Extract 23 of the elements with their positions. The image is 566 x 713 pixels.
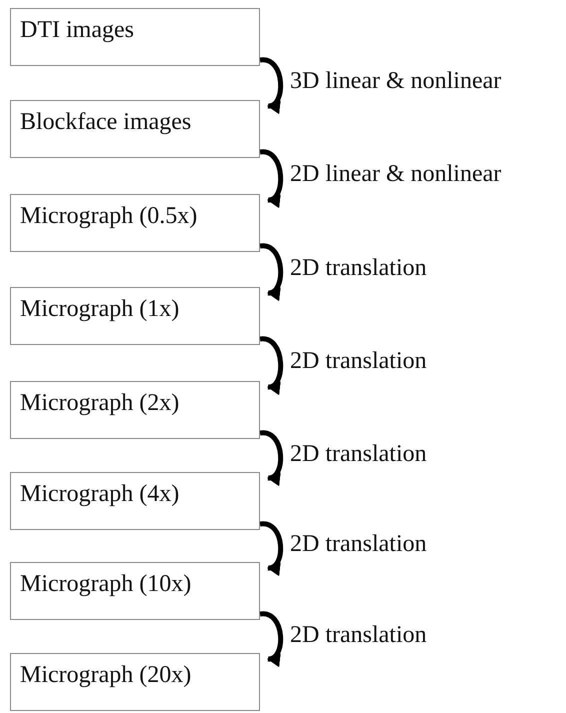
curved-arrow [260, 58, 284, 112]
process-box [10, 653, 260, 711]
process-box [10, 381, 260, 439]
process-box [10, 472, 260, 530]
box-label: Blockface images [20, 109, 192, 135]
curved-arrow [260, 150, 284, 206]
curved-arrow [260, 336, 284, 392]
box-label: Micrograph (2x) [20, 390, 180, 416]
box-label: Micrograph (0.5x) [20, 203, 198, 229]
box-label: Micrograph (10x) [20, 571, 192, 597]
process-box [10, 100, 260, 158]
box-label: Micrograph (4x) [20, 481, 180, 507]
box-label: DTI images [20, 17, 134, 43]
curved-arrow [260, 244, 284, 298]
curved-arrow [260, 522, 284, 574]
process-box [10, 562, 260, 620]
process-box [10, 8, 260, 66]
process-box [10, 194, 260, 252]
box-label: Micrograph (20x) [20, 662, 192, 688]
box-label: Micrograph (1x) [20, 296, 180, 322]
curved-arrow [260, 430, 284, 484]
curved-arrow [260, 612, 284, 664]
process-box [10, 287, 260, 345]
